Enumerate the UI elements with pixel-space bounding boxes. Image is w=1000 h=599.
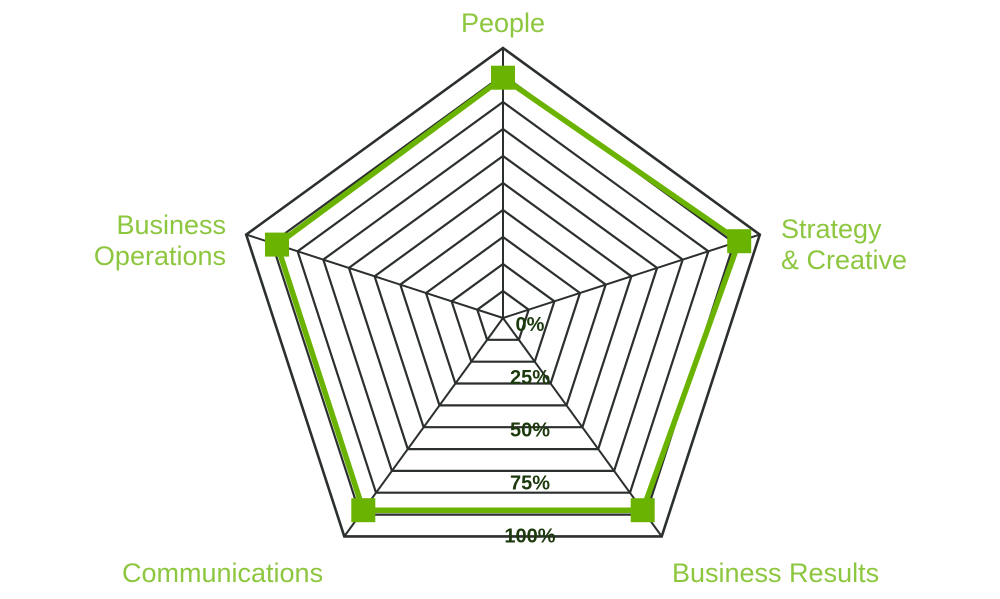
axis-label-business-results: Business Results (672, 558, 880, 588)
radial-tick-label: 25% (510, 367, 550, 389)
grid-ring (296, 100, 710, 494)
grid-ring (424, 235, 582, 385)
grid-ring (373, 181, 633, 429)
axis-label-communications: Communications (122, 558, 324, 588)
axis-label-people: People (461, 8, 546, 38)
grid-ring (450, 262, 556, 363)
radial-tick-label: 0% (516, 314, 545, 336)
radial-tick-labels: 0% 25% 50% 75% 100% (504, 314, 555, 547)
radial-tick-label: 50% (510, 420, 550, 442)
axis-label-business-operations: Business Operations (93, 210, 226, 271)
grid-ring (399, 208, 607, 407)
data-point-marker (630, 498, 655, 523)
grid-ring (347, 154, 659, 451)
grid-ring (244, 46, 762, 538)
data-point-marker (491, 65, 515, 90)
data-point-marker (351, 498, 376, 523)
grid-ring (270, 73, 736, 516)
data-point-marker (727, 229, 752, 254)
radial-tick-label: 75% (510, 473, 550, 495)
series-layer (265, 65, 752, 523)
series-line (273, 74, 743, 513)
grid-spoke (502, 233, 761, 319)
axis-label-strategy-creative: Strategy & Creative (781, 214, 908, 275)
grid-ring (322, 127, 684, 472)
grid-ring (476, 289, 530, 341)
radar-grid (244, 46, 762, 538)
radial-tick-label: 100% (504, 525, 555, 547)
data-point-marker (265, 232, 289, 257)
